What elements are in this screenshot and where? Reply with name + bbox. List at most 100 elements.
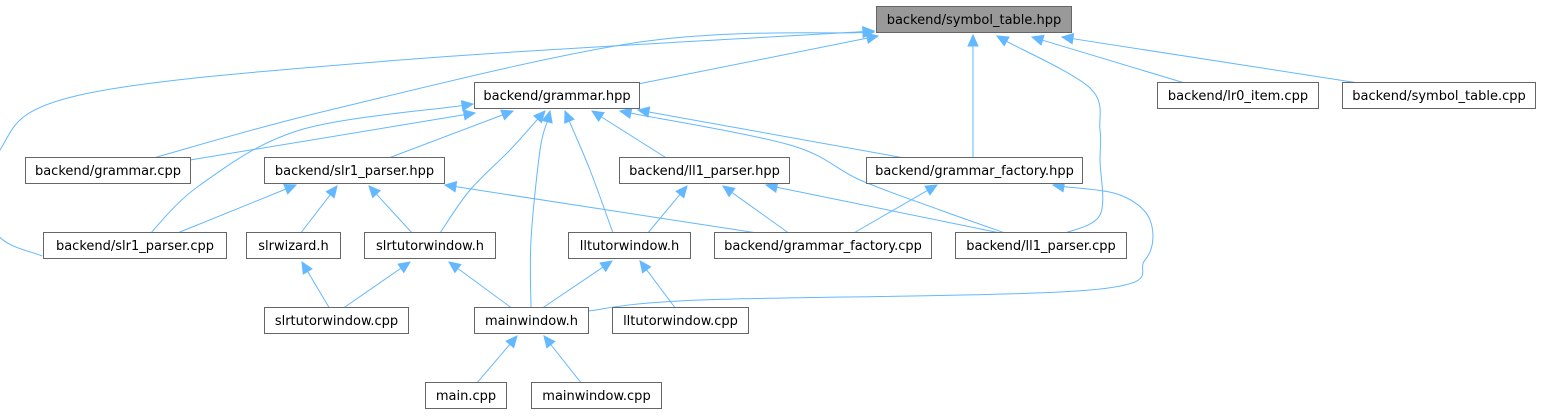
node-ll1-parser-cpp[interactable]: backend/ll1_parser.cpp	[955, 232, 1127, 259]
arrowhead	[967, 33, 979, 47]
arrowhead	[543, 335, 556, 349]
node-mainwindow-h[interactable]: mainwindow.h	[474, 307, 589, 334]
edge-line	[540, 266, 604, 310]
node-slr1-parser-hpp[interactable]: backend/slr1_parser.hpp	[264, 157, 445, 184]
node-box	[866, 157, 1083, 184]
arrowhead	[397, 261, 411, 274]
arrowhead	[636, 106, 651, 118]
edge-ll1-parser-cpp-to-grammar-hpp	[618, 107, 1006, 234]
node-slr1-parser-cpp[interactable]: backend/slr1_parser.cpp	[43, 232, 227, 259]
edge-line	[550, 344, 583, 385]
edge-line	[149, 31, 864, 160]
node-box	[43, 232, 227, 259]
arrowhead	[325, 185, 338, 199]
arrowhead	[862, 25, 876, 38]
arrowhead	[722, 185, 736, 198]
node-box	[474, 307, 589, 334]
node-ll1-parser-hpp[interactable]: backend/ll1_parser.hpp	[619, 157, 790, 184]
arrowhead	[599, 260, 613, 273]
node-box	[531, 382, 662, 409]
edge-line	[299, 194, 331, 235]
node-grammar-hpp[interactable]: backend/grammar.hpp	[474, 82, 640, 109]
node-box	[364, 232, 496, 259]
node-box	[246, 232, 341, 259]
node-label: backend/ll1_parser.hpp	[629, 164, 780, 179]
edge-slr1-parser-cpp-to-slr1-parser-hpp	[174, 183, 298, 235]
arrowhead	[500, 109, 515, 121]
edge-lltutorwindow-h-to-ll1-parser-hpp	[646, 185, 688, 235]
edge-line	[189, 114, 465, 161]
arrowhead	[505, 335, 518, 349]
edge-lr0-item-cpp-to-symbol-table-hpp	[1030, 34, 1189, 85]
edge-line	[568, 120, 614, 234]
edge-slrtutorwindow-h-to-grammar-hpp	[439, 110, 546, 234]
edge-ll1-parser-cpp-to-symbol-table-hpp	[995, 35, 1104, 235]
node-label: backend/slr1_parser.cpp	[56, 239, 214, 254]
node-main-cpp[interactable]: main.cpp	[425, 382, 507, 409]
edge-grammar-factory-hpp-to-grammar-hpp	[636, 106, 911, 160]
edge-line	[0, 31, 864, 257]
arrowhead	[564, 109, 575, 124]
edge-line	[637, 37, 868, 85]
edge-line	[630, 112, 1006, 234]
edge-slrwizard-h-to-slr1-parser-hpp	[299, 185, 338, 235]
arrowhead	[448, 261, 462, 274]
arrowhead	[541, 109, 553, 124]
edge-line	[307, 271, 331, 310]
node-label: lltutorwindow.h	[580, 239, 679, 254]
node-lr0-item-cpp[interactable]: backend/lr0_item.cpp	[1157, 82, 1319, 109]
node-box	[25, 157, 191, 184]
node-label: main.cpp	[436, 389, 496, 404]
node-grammar-cpp[interactable]: backend/grammar.cpp	[25, 157, 191, 184]
node-lltutorwindow-cpp[interactable]: lltutorwindow.cpp	[612, 307, 749, 334]
node-mainwindow-cpp[interactable]: mainwindow.cpp	[531, 382, 662, 409]
node-label: mainwindow.h	[485, 314, 578, 329]
node-label: backend/grammar_factory.hpp	[875, 164, 1074, 179]
edge-slrtutorwindow-cpp-to-slrtutorwindow-h	[341, 261, 411, 310]
arrowhead	[618, 107, 633, 119]
arrowhead	[532, 110, 546, 124]
edge-line	[385, 114, 503, 160]
node-symbol-table-cpp[interactable]: backend/symbol_table.cpp	[1342, 82, 1536, 109]
edge-line	[648, 111, 911, 160]
arrowhead	[590, 110, 605, 123]
edge-slr1-parser-hpp-to-grammar-hpp	[385, 109, 515, 160]
node-box	[568, 232, 691, 259]
node-label: lltutorwindow.cpp	[623, 314, 738, 329]
edge-grammar-factory-hpp-to-symbol-table-hpp	[967, 33, 979, 159]
node-box	[425, 382, 507, 409]
arrowhead	[639, 260, 652, 274]
node-label: backend/lr0_item.cpp	[1168, 89, 1308, 104]
arrowhead	[301, 260, 313, 275]
edge-line	[455, 186, 771, 236]
edge-layer	[0, 25, 1366, 385]
edge-lltutorwindow-cpp-to-lltutorwindow-h	[639, 260, 677, 310]
arrowhead	[462, 109, 477, 121]
edge-mainwindow-h-to-lltutorwindow-h	[540, 260, 613, 310]
node-box	[264, 157, 445, 184]
arrowhead	[368, 185, 382, 199]
edge-line	[439, 118, 539, 234]
arrowhead	[1060, 33, 1075, 45]
edge-grammar-factory-cpp-to-grammar-factory-hpp	[851, 184, 939, 235]
node-label: backend/grammar.hpp	[483, 89, 630, 104]
node-symbol-table-hpp: backend/symbol_table.hpp	[876, 6, 1072, 33]
arrowhead	[995, 35, 1010, 47]
edge-grammar-hpp-to-symbol-table-hpp	[637, 32, 880, 85]
node-label: slrwizard.h	[258, 239, 329, 254]
node-lltutorwindow-h[interactable]: lltutorwindow.h	[568, 232, 691, 259]
node-label: slrtutorwindow.h	[376, 239, 484, 254]
node-grammar-factory-cpp[interactable]: backend/grammar_factory.cpp	[714, 232, 932, 259]
edge-line	[1006, 40, 1104, 235]
edge-line	[376, 193, 414, 235]
node-grammar-factory-hpp[interactable]: backend/grammar_factory.hpp	[866, 157, 1083, 184]
node-box	[1342, 82, 1536, 109]
node-slrwizard-h[interactable]: slrwizard.h	[246, 232, 341, 259]
edge-mainwindow-h-to-slrtutorwindow-h	[448, 261, 514, 310]
edge-line	[587, 186, 1154, 312]
node-label: backend/symbol_table.hpp	[887, 13, 1062, 28]
edge-slrtutorwindow-h-to-slr1-parser-hpp	[368, 185, 414, 235]
node-slrtutorwindow-cpp[interactable]: slrtutorwindow.cpp	[264, 307, 409, 334]
node-slrtutorwindow-h[interactable]: slrtutorwindow.h	[364, 232, 496, 259]
